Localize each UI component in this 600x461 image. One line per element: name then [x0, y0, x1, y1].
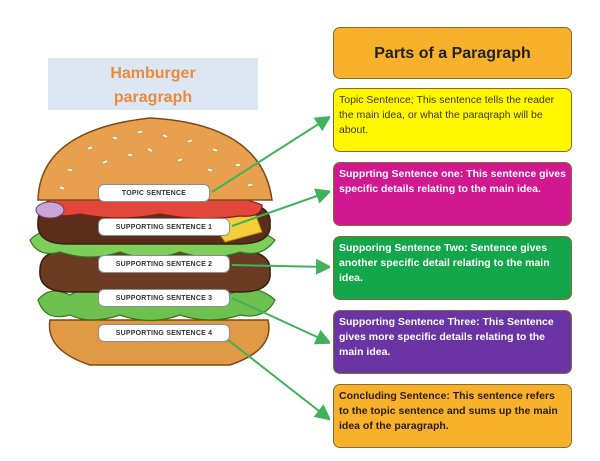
card-s1-text: Supprting Sentence one: This sentence gi…	[339, 168, 566, 195]
card-s3-text: Supporting Sentence Three: This Sentence…	[339, 316, 554, 358]
arrow-topic	[211, 115, 330, 193]
label-topic-sentence: TOPIC SENTENCE	[98, 184, 210, 202]
connector-arrows	[211, 115, 330, 421]
sesame-seeds	[58, 130, 254, 191]
diagram-title: Hamburger paragraph	[48, 58, 258, 110]
title-line-1: Hamburger	[110, 65, 196, 82]
arrow-conclusion	[227, 339, 330, 421]
label-supporting-sentence-1: SUPPORTING SENTENCE 1	[98, 218, 230, 236]
card-supporting-two: Supporing Sentence Two: Sentence gives a…	[333, 236, 572, 300]
arrow-s1	[231, 188, 330, 227]
label-supporting-sentence-2: SUPPORTING SENTENCE 2	[98, 255, 230, 273]
card-s2-text: Supporing Sentence Two: Sentence gives a…	[339, 242, 550, 284]
title-line-2: paragraph	[113, 89, 193, 106]
label-supporting-sentence-4: SUPPORTING SENTENCE 4	[98, 324, 230, 342]
card-topic-text: Topic Sentence; This sentence tells the …	[339, 94, 555, 136]
title-box: Hamburger paragraph	[48, 58, 258, 110]
label-supporting-sentence-3: SUPPORTING SENTENCE 3	[98, 289, 230, 307]
card-supporting-three: Supporting Sentence Three: This Sentence…	[333, 310, 572, 374]
card-concluding-text: Concluding Sentence: This sentence refer…	[339, 390, 558, 432]
card-concluding: Concluding Sentence: This sentence refer…	[333, 384, 572, 448]
card-supporting-one: Supprting Sentence one: This sentence gi…	[333, 162, 572, 226]
card-topic-sentence: Topic Sentence; This sentence tells the …	[333, 88, 572, 152]
arrow-s3	[231, 297, 330, 345]
top-bun	[37, 117, 273, 201]
onion-slice	[35, 201, 65, 219]
parts-header: Parts of a Paragraph	[333, 27, 572, 79]
arrow-s2	[231, 258, 330, 275]
